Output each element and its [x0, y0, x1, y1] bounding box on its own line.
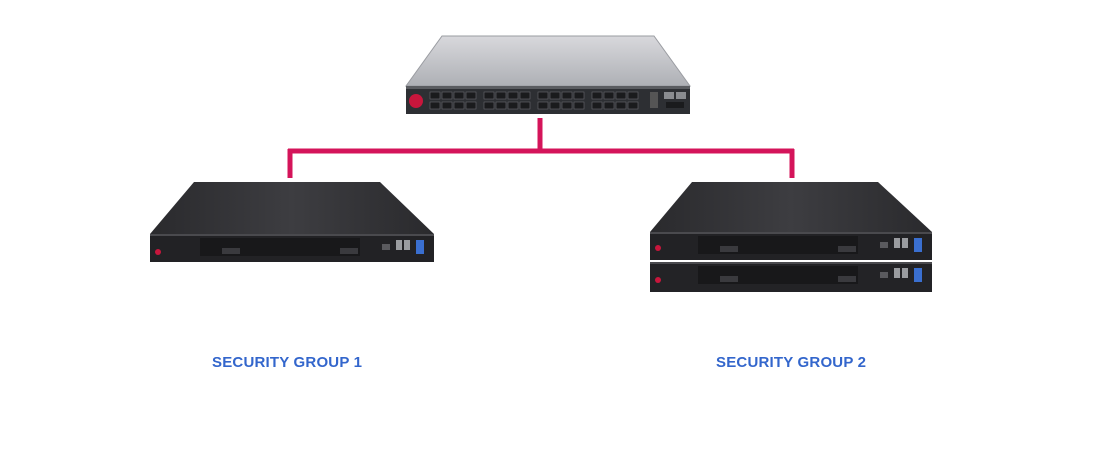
security-group-1-label: SECURITY GROUP 1 [212, 354, 363, 371]
brand-logo-icon [655, 245, 661, 251]
brand-logo-icon [409, 94, 423, 108]
security-appliance-group1 [150, 182, 434, 262]
brand-logo-icon [155, 249, 161, 255]
network-switch-device [405, 35, 691, 114]
connector-lines [287, 118, 795, 178]
security-appliance-group2-bottom [650, 262, 932, 292]
brand-logo-icon [655, 277, 661, 283]
security-appliance-group2-top [650, 182, 932, 260]
security-group-2-label: SECURITY GROUP 2 [716, 354, 867, 371]
port-block [429, 91, 639, 110]
